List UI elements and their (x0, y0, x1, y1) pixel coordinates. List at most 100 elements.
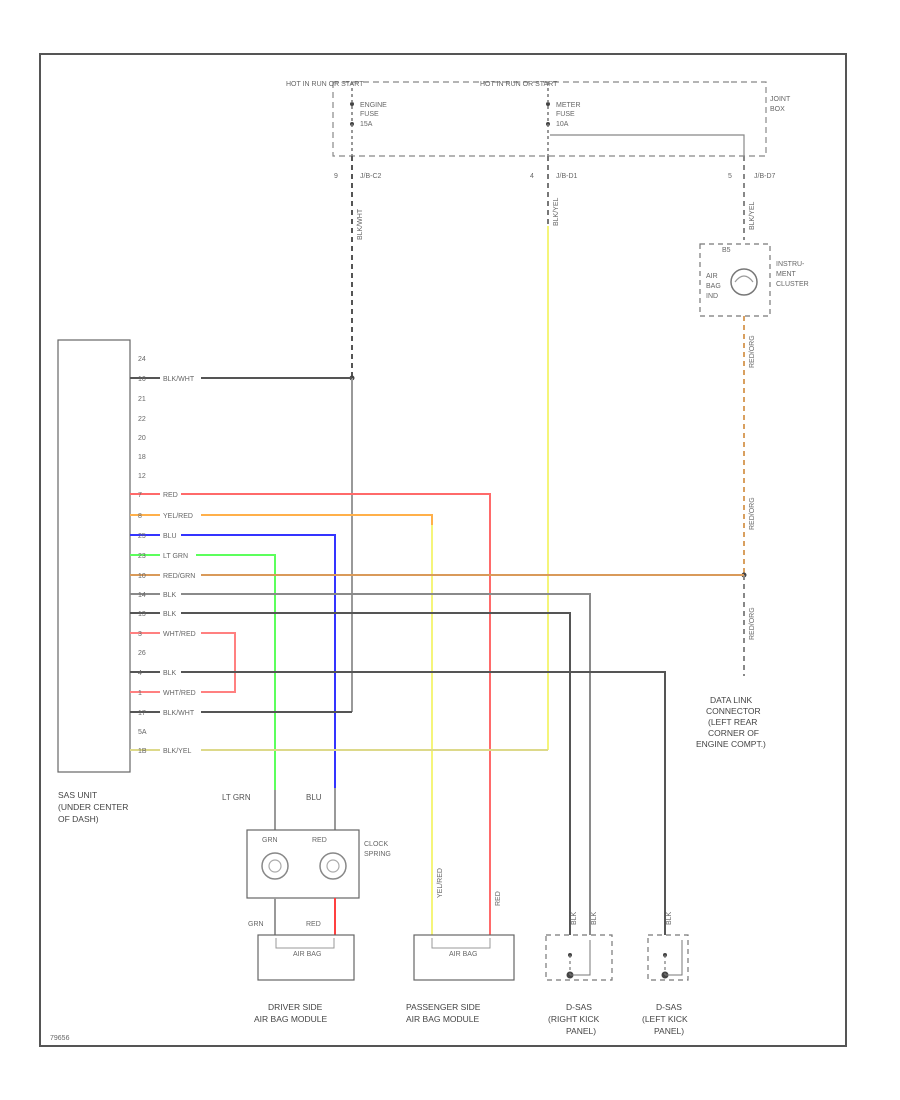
wire-tag-blk-yel: BLK/YEL (553, 197, 560, 226)
cluster-label-1: INSTRU- (776, 261, 805, 268)
sas-wire-tag-8: YEL/RED (163, 513, 193, 520)
right-sensor-label-3: PANEL) (566, 1026, 596, 1036)
wire-sas-14-blk (130, 593, 591, 900)
wire-sas-4-blk (130, 671, 666, 900)
sas-pin-7: 7 (138, 492, 142, 499)
sas-label-1: SAS UNIT (58, 790, 97, 800)
sas-pin-22: 22 (138, 416, 146, 423)
wire-tag-red-vertical: RED (495, 891, 502, 906)
right-sensor-wire-2: BLK (591, 911, 598, 925)
sas-wire-tag-bg (160, 510, 201, 520)
connector-3-pin: 5 (728, 173, 732, 180)
sas-pin-20: 20 (138, 435, 146, 442)
right-sensor-return (570, 940, 591, 976)
cluster-label-2: MENT (776, 271, 797, 278)
cluster-pin: B5 (722, 247, 731, 254)
wire-tag-dlc-upper: RED/ORG (749, 497, 756, 530)
left-sensor-return (665, 940, 683, 976)
indicator-label-1: AIR (706, 273, 718, 280)
connector-1-pin: 9 (334, 173, 338, 180)
clock-spring-inner-right: RED (312, 837, 327, 844)
clock-spring-top-right-tag: BLU (306, 793, 322, 802)
sas-unit-box (57, 339, 131, 773)
sas-wire-tag-bg (160, 589, 181, 599)
sas-wire-tag-bg (160, 550, 196, 560)
sas-wire-tag-bg (160, 489, 181, 499)
lamp-filament (734, 275, 754, 283)
sas-wire-tag-13: BLK (163, 611, 177, 618)
wire-tag-dlc-lower: RED/ORG (749, 607, 756, 640)
sas-pin-18: 18 (138, 454, 146, 461)
wire-sas-13-blk (130, 612, 571, 900)
driver-module-label-2: AIR BAG MODULE (254, 1014, 328, 1024)
sas-wire-tag-4: BLK (163, 670, 177, 677)
sas-wire-tag-bg (160, 608, 181, 618)
clock-spring-coil-right-inner (326, 859, 340, 873)
sas-pin-25: 25 (138, 533, 146, 540)
wire-sas-25-blu (130, 534, 336, 788)
passenger-module-label-2: AIR BAG MODULE (406, 1014, 480, 1024)
connector-2-pin: 4 (530, 173, 534, 180)
joint-box-label-2: BOX (770, 106, 785, 113)
right-sensor-wire-1: BLK (571, 911, 578, 925)
clock-spring-coil-left-outer (261, 852, 289, 880)
sas-wire-tag-bg (160, 687, 201, 697)
indicator-label-2: BAG (706, 283, 721, 290)
sas-pin-4: 4 (138, 670, 142, 677)
sas-pin-13: 13 (138, 611, 146, 618)
dlc-label-3: (LEFT REAR (708, 717, 757, 727)
sas-wire-tag-14: BLK (163, 592, 177, 599)
wire-tag-yel-red-vertical: YEL/RED (437, 868, 444, 898)
left-kick-sensor-box (647, 934, 689, 981)
cluster-label-3: CLUSTER (776, 281, 809, 288)
driver-module-inner: AIR BAG (293, 951, 321, 958)
left-sensor-label-3: PANEL) (654, 1026, 684, 1036)
sas-label-3: OF DASH) (58, 814, 99, 824)
clock-spring-coil-left-inner (268, 859, 282, 873)
sas-wire-tag-bg (160, 745, 201, 755)
sas-pin-8: 8 (138, 513, 142, 520)
diagram-frame (39, 53, 847, 1047)
sas-wire-tag-17: BLK/WHT (163, 710, 195, 717)
meter-fuse-label-3: 10A (556, 121, 569, 128)
sas-wire-tag-bg (160, 707, 201, 717)
sas-wire-tag-25: BLU (163, 533, 177, 540)
sas-wire-tag-23: LT GRN (163, 553, 188, 560)
engine-fuse-label-2: FUSE (360, 111, 379, 118)
right-sensor-label-2: (RIGHT KICK (548, 1014, 600, 1024)
dlc-label-5: ENGINE COMPT.) (696, 739, 766, 749)
passenger-module-label-1: PASSENGER SIDE (406, 1002, 481, 1012)
sas-wire-tag-1B: BLK/YEL (163, 748, 192, 755)
junction-box-outline (332, 81, 767, 157)
sas-pin-16: 16 (138, 376, 146, 383)
hot-label-left: HOT IN RUN OR START (286, 81, 364, 88)
wire-sas-8-yel-red (130, 514, 433, 525)
wire-tag-blk-wht: BLK/WHT (357, 208, 364, 240)
sas-pin-1B: 1B (138, 748, 147, 755)
sas-pin-24: 24 (138, 356, 146, 363)
meter-fuse-label-2: FUSE (556, 111, 575, 118)
sas-wire-tag-bg (160, 570, 201, 580)
sas-pin-10: 10 (138, 573, 146, 580)
sas-pin-12: 12 (138, 473, 146, 480)
engine-fuse-terminal-top (350, 102, 354, 106)
indicator-label-3: IND (706, 293, 718, 300)
clock-spring-bottom-left-tag: GRN (248, 921, 264, 928)
sas-wire-tag-bg (160, 530, 181, 540)
sas-pin-3: 3 (138, 631, 142, 638)
engine-fuse-label-1: ENGINE (360, 102, 387, 109)
sas-wire-tag-10: RED/GRN (163, 573, 195, 580)
connector-3-id: J/B-D7 (754, 173, 776, 180)
wire-tag-cluster-bottom: RED/ORG (749, 335, 756, 368)
dlc-label-2: CONNECTOR (706, 706, 761, 716)
driver-module-squib (275, 938, 335, 949)
sas-wire-tag-7: RED (163, 492, 178, 499)
sas-pin-23: 23 (138, 553, 146, 560)
passenger-module-inner: AIR BAG (449, 951, 477, 958)
clock-spring-bottom-right-tag: RED (306, 921, 321, 928)
joint-box-label-1: JOINT (770, 96, 791, 103)
sas-pin-21: 21 (138, 396, 146, 403)
passenger-air-bag-module (413, 934, 515, 981)
